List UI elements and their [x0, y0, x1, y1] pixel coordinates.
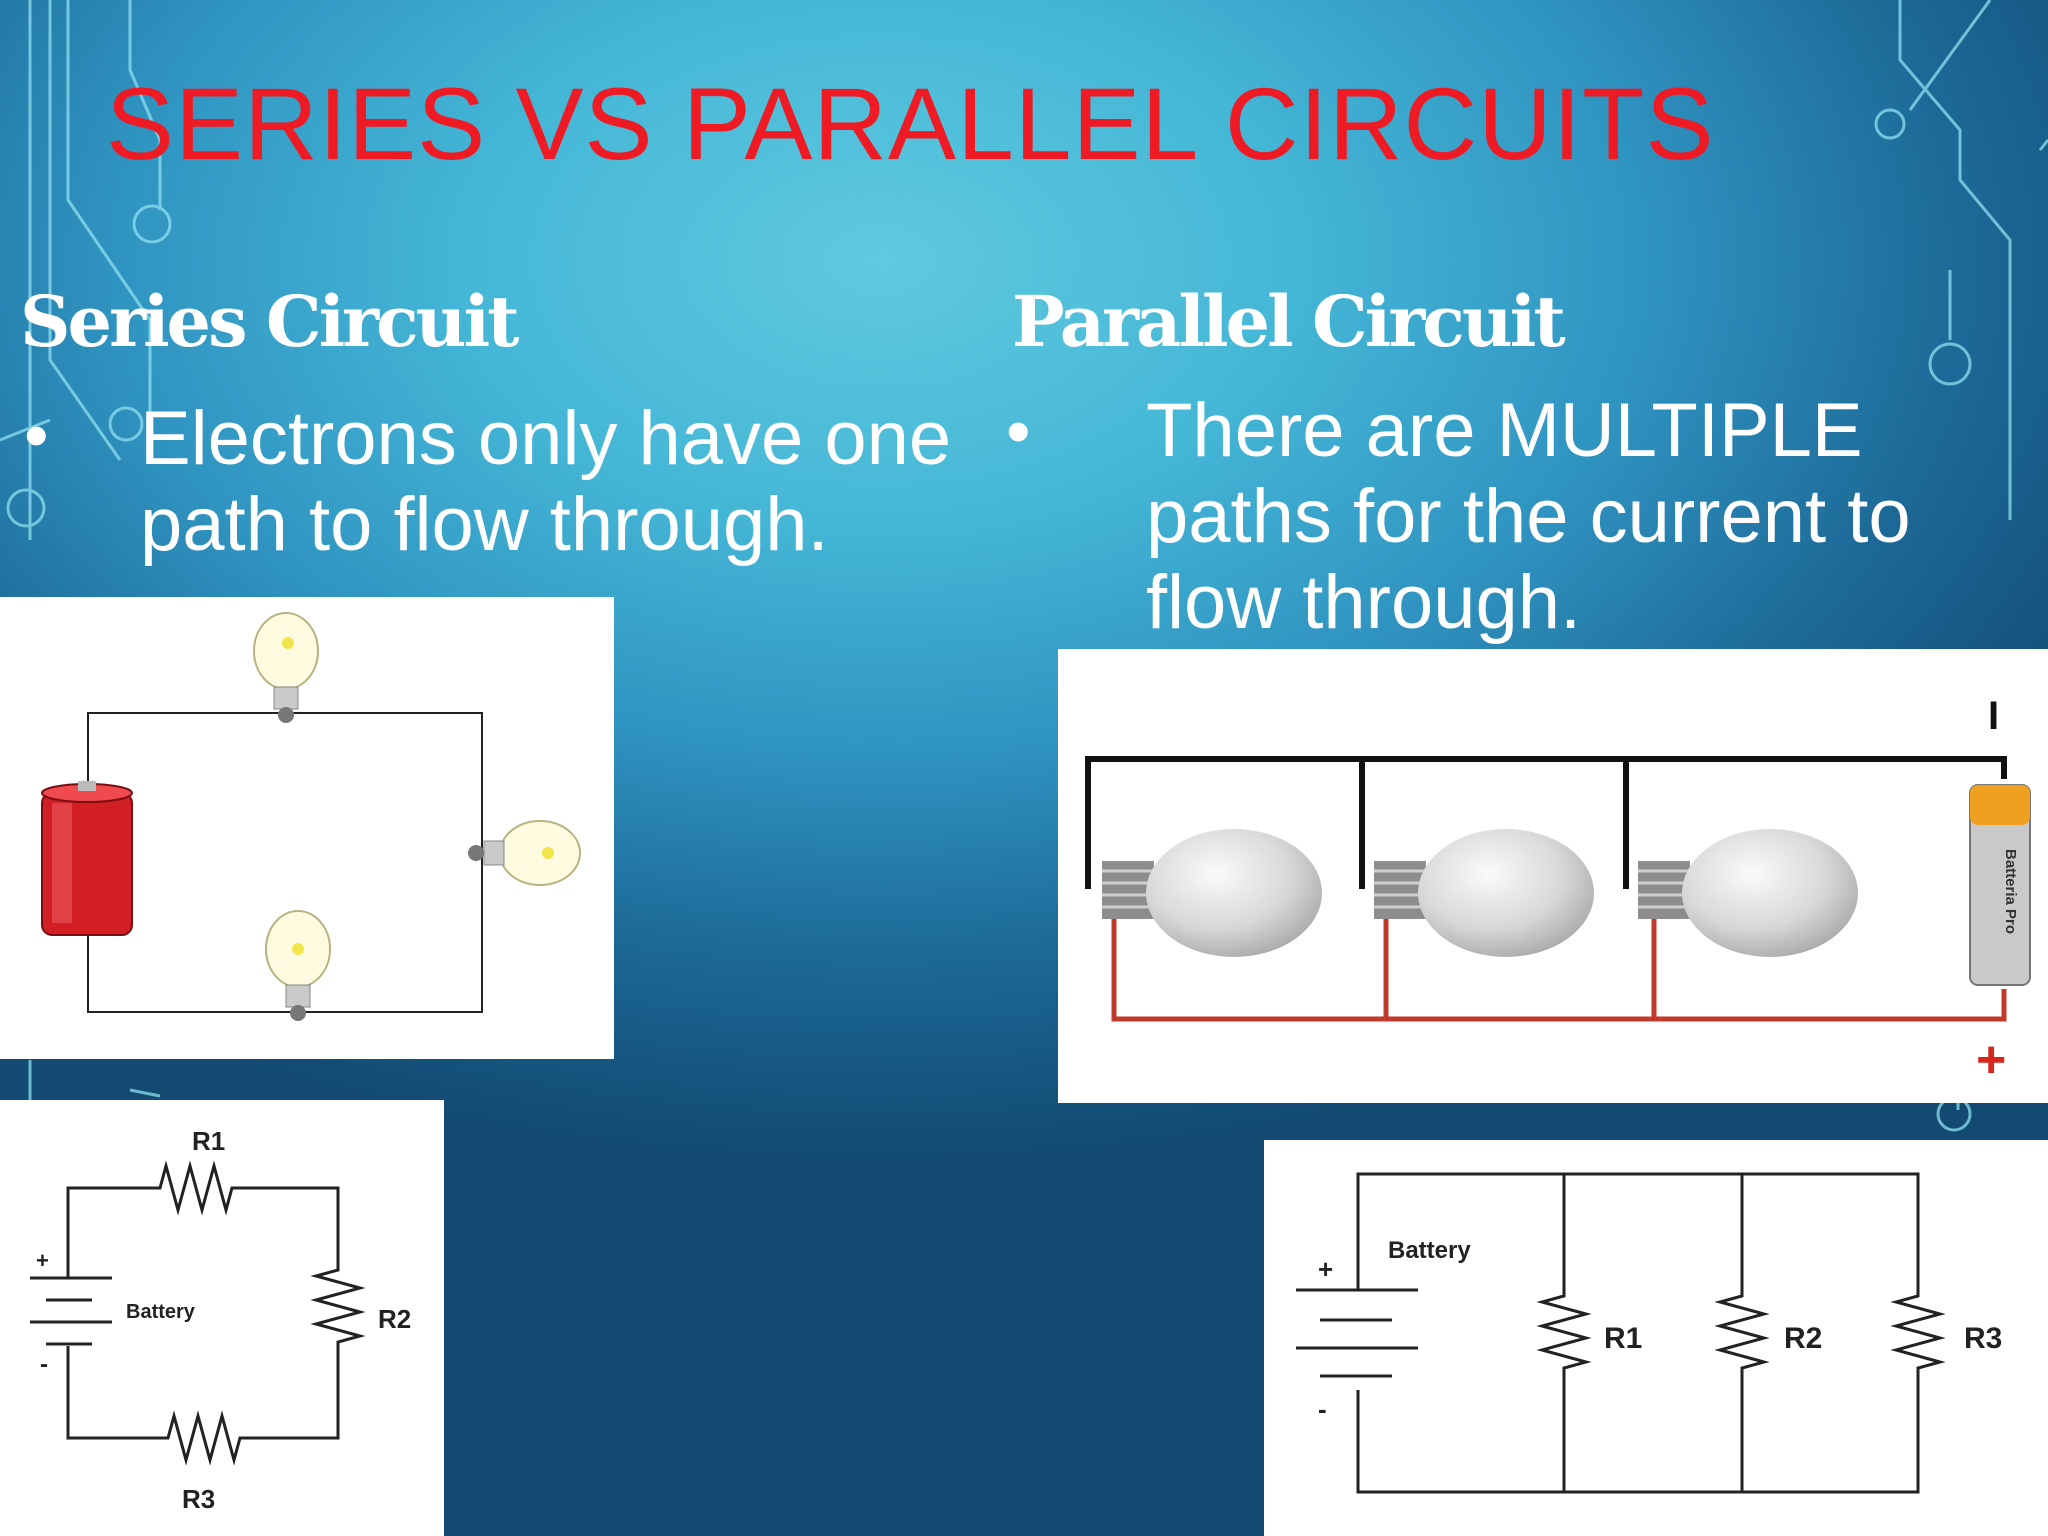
- series-heading: Series Circuit: [20, 280, 520, 363]
- negative-terminal-mark: I: [1988, 694, 1999, 738]
- positive-terminal-mark: +: [1976, 1031, 2006, 1089]
- battery-icon: [41, 781, 133, 936]
- resistor-label-r3: R3: [1964, 1322, 2002, 1355]
- parallel-bullet-marker: •: [1006, 392, 1031, 470]
- slide-title: SERIES VS PARALLEL CIRCUITS: [106, 67, 1715, 181]
- battery-icon: Batteria Pro: [1969, 784, 2031, 986]
- minus-sign: -: [40, 1351, 48, 1378]
- bulb-icon: [1638, 829, 1858, 957]
- bulb-icon: [253, 612, 319, 723]
- series-bullet-marker: •: [24, 396, 49, 474]
- parallel-heading: Parallel Circuit: [1012, 280, 1566, 363]
- resistor-label-r1: R1: [1604, 1322, 1642, 1355]
- series-bulb-diagram: [0, 597, 614, 1059]
- resistor-label-r2: R2: [1784, 1322, 1822, 1355]
- bulb-icon: [1374, 829, 1594, 957]
- battery-brand-text: Batteria Pro: [2002, 849, 2019, 934]
- resistor-label-r2: R2: [378, 1304, 411, 1334]
- battery-label: Battery: [1388, 1237, 1471, 1264]
- battery-label: Battery: [126, 1301, 196, 1323]
- parallel-bulb-diagram: Batteria Pro I +: [1058, 649, 2048, 1103]
- resistor-label-r1: R1: [192, 1126, 225, 1156]
- parallel-schematic: Battery + - R1 R2 R3: [1264, 1140, 2048, 1536]
- minus-sign: -: [1318, 1394, 1327, 1424]
- series-bullet-text: Electrons only have one path to flow thr…: [140, 396, 952, 567]
- plus-sign: +: [1318, 1254, 1333, 1284]
- bulb-icon: [468, 820, 581, 886]
- plus-sign: +: [36, 1248, 49, 1273]
- bulb-icon: [265, 910, 331, 1021]
- parallel-bullet-text: There are MULTIPLE paths for the current…: [1146, 388, 1911, 645]
- bulb-icon: [1102, 829, 1322, 957]
- resistor-label-r3: R3: [182, 1484, 215, 1514]
- series-schematic: R1 R2 R3 Battery + -: [0, 1100, 444, 1536]
